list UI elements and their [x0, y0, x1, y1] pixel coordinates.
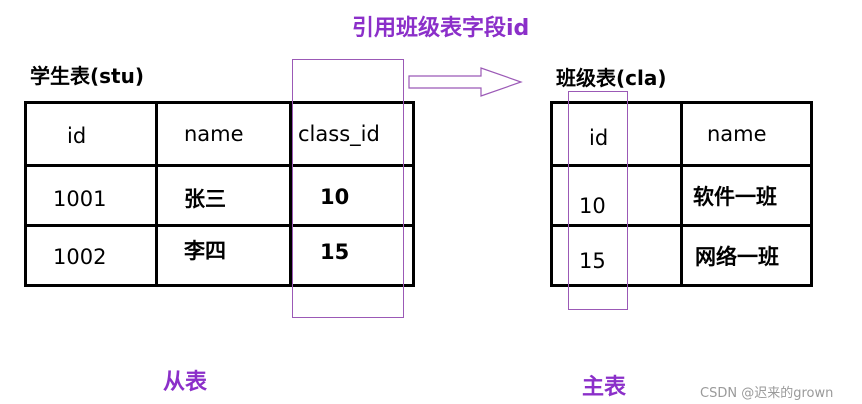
primary-key-highlight: [568, 91, 628, 310]
foreign-key-highlight: [292, 59, 404, 318]
reference-caption: 引用班级表字段id: [352, 16, 530, 41]
table-header-row: id name class_id: [24, 101, 415, 167]
table-row: 15 网络一班: [550, 224, 813, 287]
header-name: name: [184, 122, 244, 146]
table-row: 10 软件一班: [550, 164, 813, 227]
header-class-id: class_id: [298, 122, 380, 146]
watermark: CSDN @迟来的grown: [700, 386, 834, 401]
header-id: id: [67, 124, 87, 148]
class-table: id name 10 软件一班 15 网络一班: [550, 101, 813, 287]
child-table-label: 从表: [163, 370, 208, 395]
student-table-title: 学生表(stu): [30, 64, 144, 88]
table-row: 1001 张三 10: [24, 164, 415, 227]
student-table: id name class_id 1001 张三 10 1002 李四 15: [24, 101, 415, 287]
table-header-row: id name: [550, 101, 813, 167]
header-id: id: [589, 126, 609, 150]
table-row: 1002 李四 15: [24, 224, 415, 287]
parent-table-label: 主表: [582, 375, 627, 400]
header-name: name: [707, 122, 767, 146]
reference-arrow-icon: [408, 67, 523, 97]
class-table-title: 班级表(cla): [556, 66, 667, 90]
